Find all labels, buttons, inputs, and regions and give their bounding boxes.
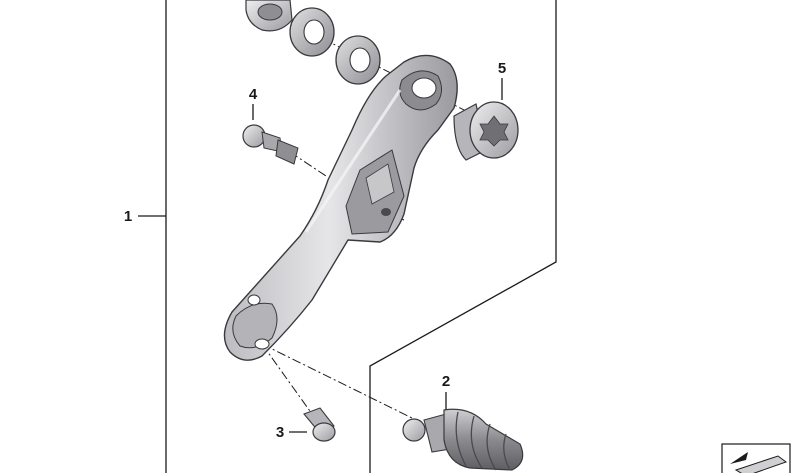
callout-1: 1 — [124, 208, 132, 225]
callout-2: 2 — [442, 373, 450, 390]
torx-bolt-icon — [453, 101, 519, 161]
ball-stud-icon — [242, 124, 299, 165]
spacer-washer-icon — [335, 35, 381, 85]
cap-screw-icon — [303, 407, 336, 442]
callout-3: 3 — [276, 424, 284, 441]
view-direction-icon — [721, 443, 791, 473]
spacer-washer-icon — [289, 7, 335, 57]
callout-5: 5 — [498, 60, 506, 77]
assembly-outline — [165, 0, 557, 473]
hex-nut-icon — [245, 0, 293, 32]
lever-arm-icon — [223, 54, 458, 361]
callout-4: 4 — [249, 86, 258, 103]
rubber-bellows-icon — [402, 408, 524, 471]
leader-lines — [138, 78, 503, 433]
